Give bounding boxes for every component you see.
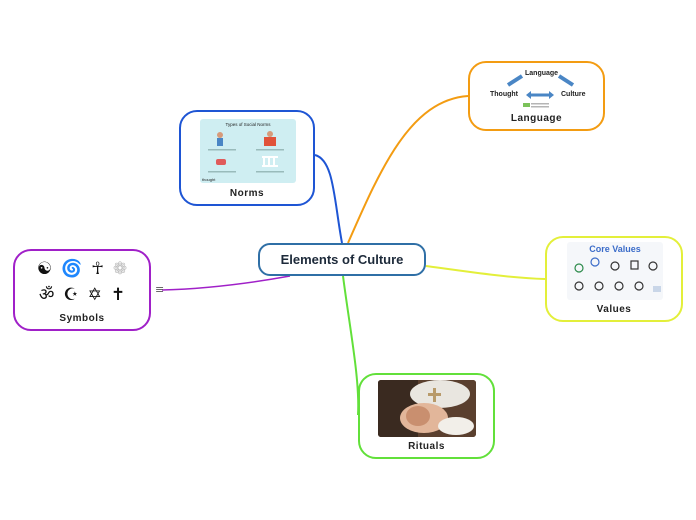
values-illustration: Core Values — [574, 244, 661, 292]
central-topic-label: Elements of Culture — [280, 252, 404, 267]
symbols-row-1: ☯ 🌀 ☥ ❁ — [15, 259, 149, 279]
language-word-top: Language — [525, 70, 559, 77]
symbols-label: Symbols — [59, 313, 105, 324]
connector-symbols — [161, 275, 291, 291]
om-icon: ॐ — [38, 285, 55, 305]
norms-illustration: Types of Social Norms thought — [202, 122, 284, 182]
star-and-crescent-icon: ☪ — [63, 285, 79, 305]
connector-language — [347, 95, 469, 244]
ankh-icon: ☥ — [91, 259, 104, 279]
yin-yang-icon: ☯ — [36, 259, 53, 279]
topic-rituals[interactable]: Rituals — [358, 373, 495, 459]
norms-image: Types of Social Norms thought — [200, 119, 296, 183]
star-of-david-icon: ✡ — [87, 285, 102, 305]
connector-norms — [314, 154, 343, 244]
flower-of-life-icon: ❁ — [112, 259, 128, 279]
norms-label: Norms — [229, 188, 265, 199]
language-word-left: Thought — [490, 91, 518, 98]
language-word-right: Culture — [561, 91, 586, 98]
topic-language[interactable]: Language Thought Culture Language — [468, 61, 605, 131]
cross-icon: ✝ — [110, 285, 126, 305]
topic-symbols[interactable]: ☯ 🌀 ☥ ❁ ॐ ☪ ✡ ✝ Symbols — [13, 249, 151, 331]
rituals-label: Rituals — [408, 441, 445, 452]
rituals-photo — [378, 380, 476, 437]
topic-norms[interactable]: Types of Social Norms thought Norms — [179, 110, 315, 206]
norms-image-footer: thought — [202, 177, 216, 182]
values-image-title: Core Values — [589, 244, 641, 254]
central-topic[interactable]: Elements of Culture — [258, 243, 426, 276]
symbols-row-2: ॐ ☪ ✡ ✝ — [15, 285, 149, 305]
language-label: Language — [510, 113, 563, 124]
values-image: Core Values — [567, 242, 663, 300]
connector-rituals — [342, 275, 360, 416]
notes-icon[interactable]: ≡ — [155, 283, 165, 296]
rituals-image — [378, 380, 476, 437]
values-label: Values — [596, 304, 632, 315]
connector-values — [425, 265, 546, 280]
topic-values[interactable]: Core Values Values — [545, 236, 683, 322]
triple-spiral-icon: 🌀 — [61, 259, 83, 279]
norms-image-title: Types of Social Norms — [225, 122, 271, 127]
language-arrows — [506, 74, 575, 108]
